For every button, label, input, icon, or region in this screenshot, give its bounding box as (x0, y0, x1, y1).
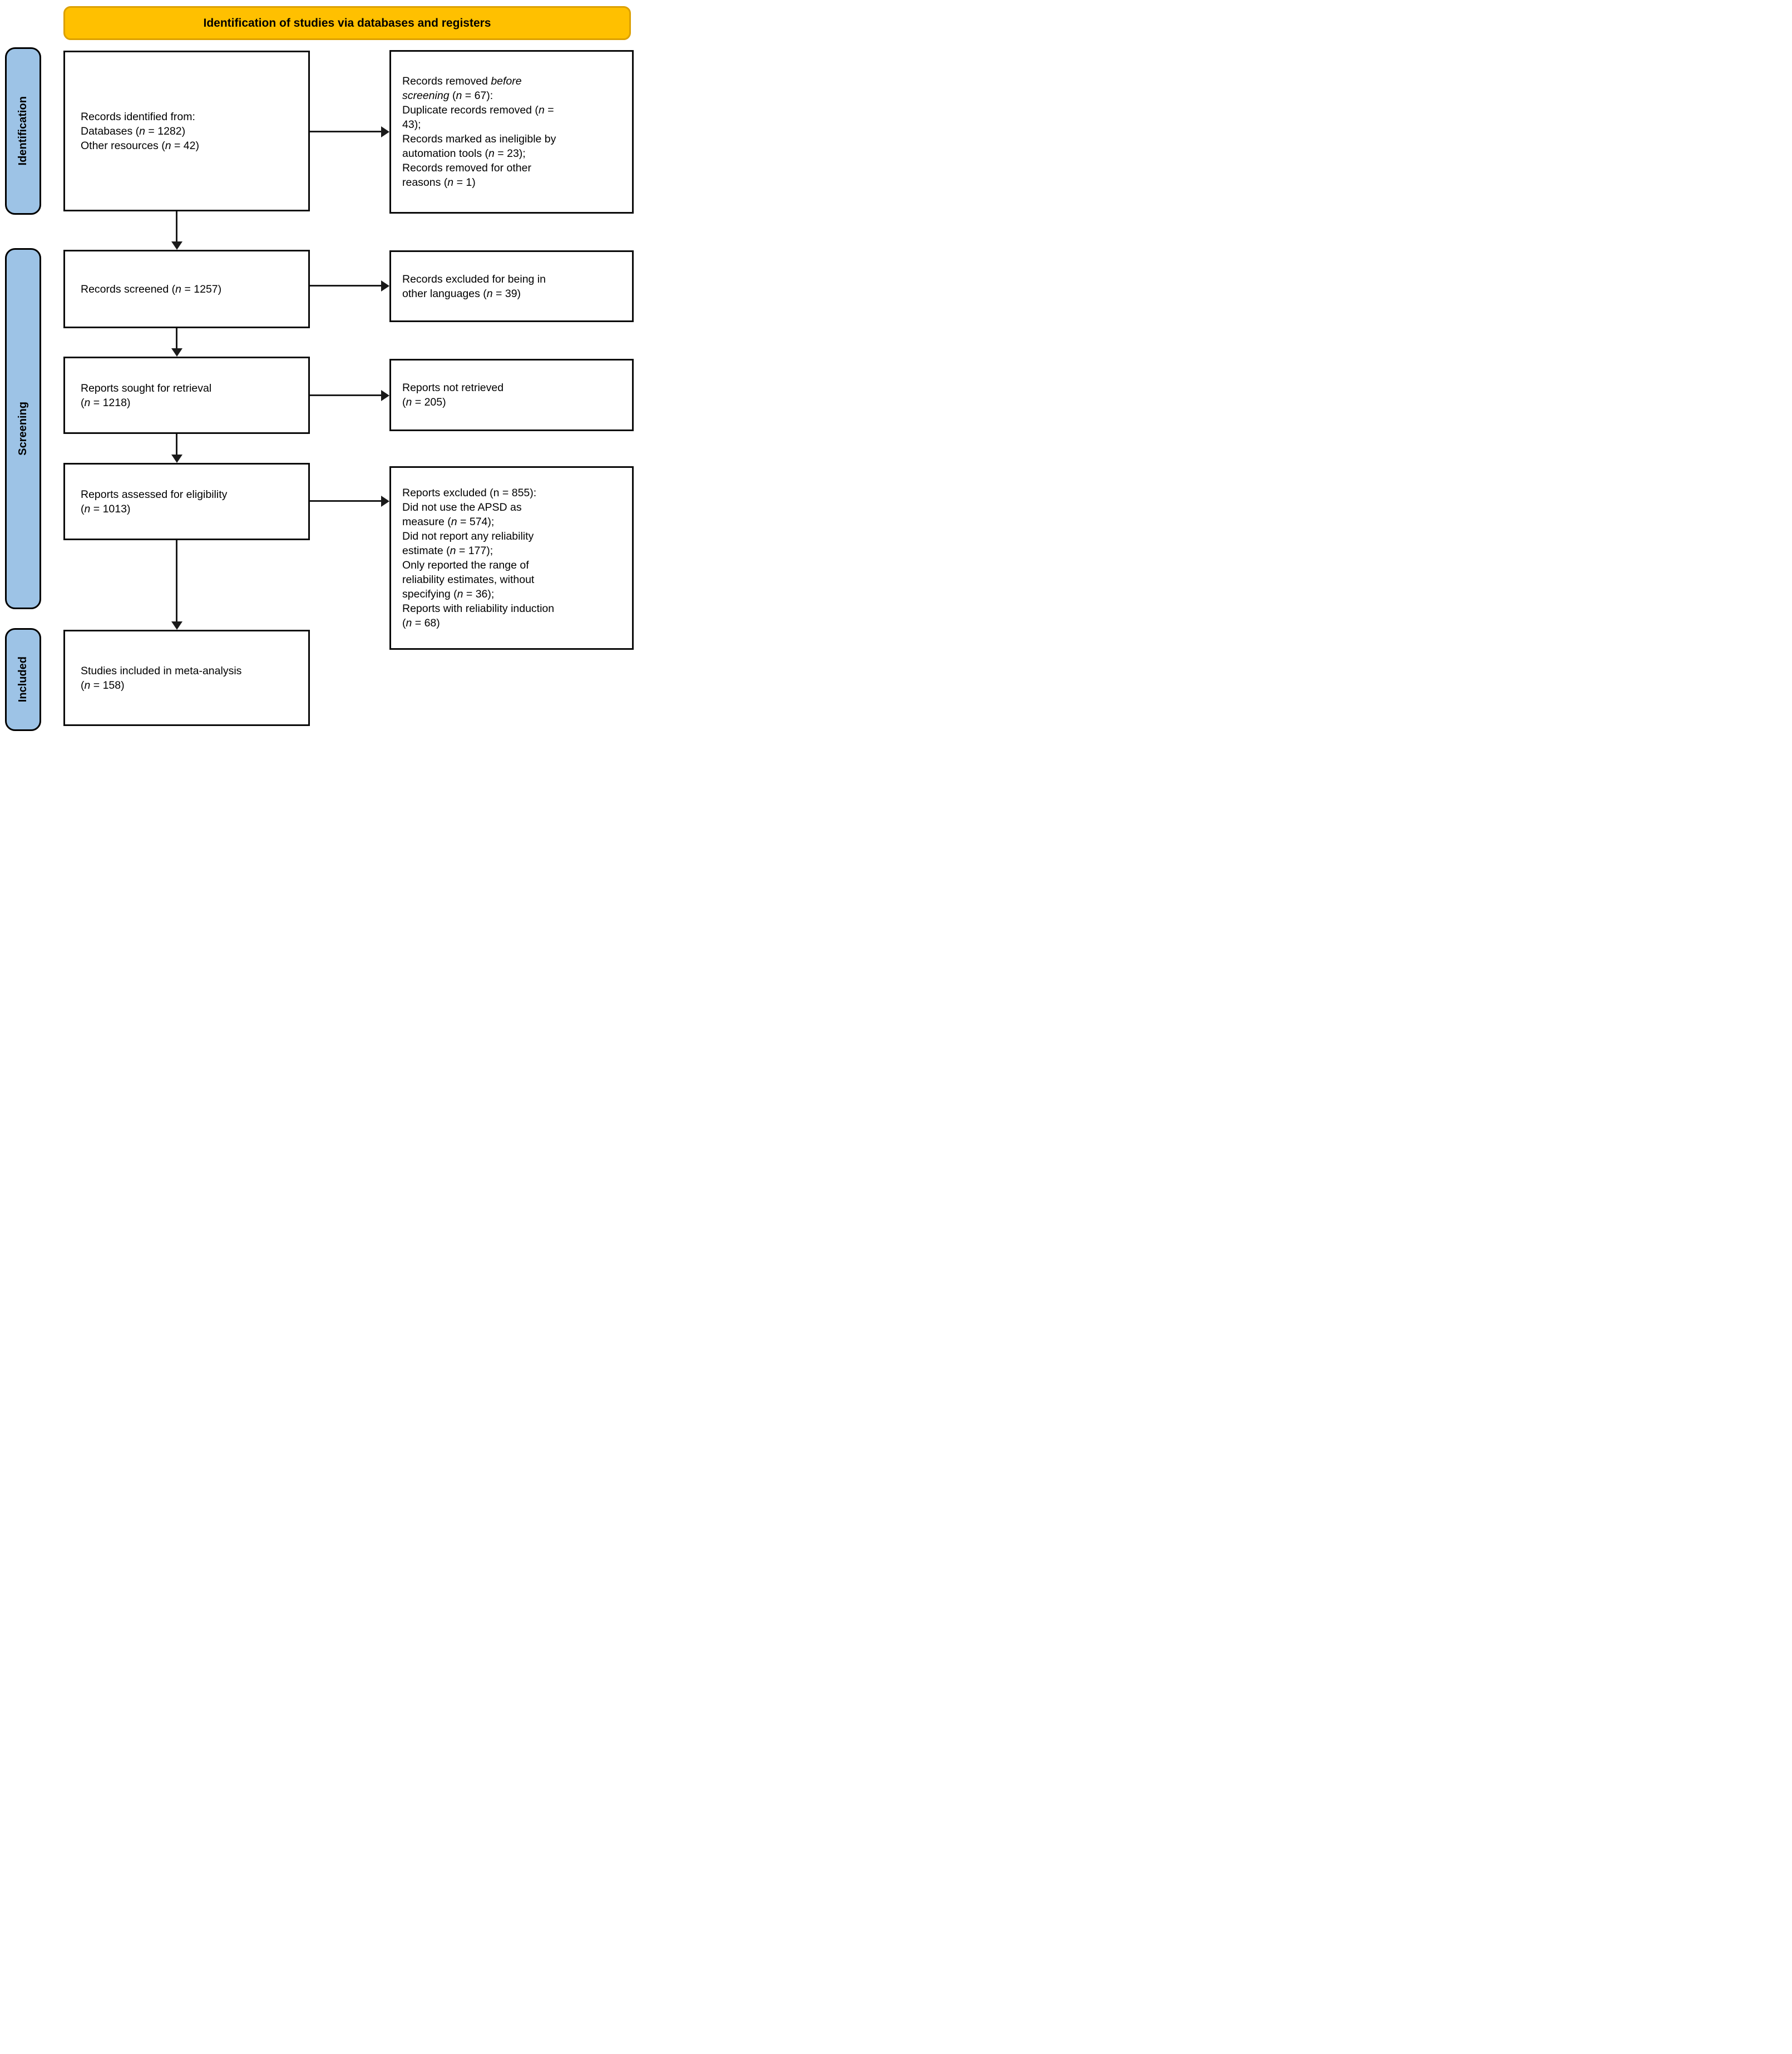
down-arrow-connector-3 (176, 434, 177, 455)
reports-excluded-text: Reports excluded (n = 855):Did not use t… (402, 487, 555, 629)
flow-box-reports-assessed: Reports assessed for eligibility(n = 101… (63, 463, 310, 540)
flow-box-studies-included: Studies included in meta-analysis(n = 15… (63, 630, 310, 726)
reports-not-retrieved-text: Reports not retrieved(n = 205) (402, 382, 504, 408)
stage-bar-identification: Identification (5, 47, 41, 215)
stage-label-identification: Identification (17, 96, 29, 166)
studies-included-text: Studies included in meta-analysis(n = 15… (81, 664, 242, 692)
down-arrow-connector-1 (176, 211, 177, 241)
flow-box-reports-not-retrieved: Reports not retrieved(n = 205) (389, 359, 634, 431)
reports-sought-text: Reports sought for retrieval(n = 1218) (81, 382, 212, 409)
stage-label-included: Included (17, 656, 29, 703)
header-banner: Identification of studies via databases … (63, 6, 631, 40)
stage-bar-included: Included (5, 628, 41, 731)
right-arrow-connector-2 (310, 285, 381, 287)
header-title: Identification of studies via databases … (203, 16, 491, 29)
records-screened-text: Records screened (n = 1257) (81, 283, 222, 295)
right-arrow-connector-1 (310, 131, 381, 132)
right-arrow-connector-4 (310, 500, 381, 502)
down-arrow-connector-2 (176, 328, 177, 348)
prisma-flow-diagram: Identification of studies via databases … (0, 0, 640, 733)
stage-label-screening: Screening (17, 402, 29, 456)
right-arrow-connector-3 (310, 394, 381, 396)
flow-box-reports-sought: Reports sought for retrieval(n = 1218) (63, 357, 310, 434)
stage-bar-screening: Screening (5, 248, 41, 609)
reports-assessed-text: Reports assessed for eligibility(n = 101… (81, 488, 228, 515)
flow-box-records-identified: Records identified from:Databases (n = 1… (63, 51, 310, 211)
down-arrow-connector-4 (176, 540, 177, 621)
flow-box-records-screened: Records screened (n = 1257) (63, 250, 310, 328)
flow-box-reports-excluded: Reports excluded (n = 855):Did not use t… (389, 466, 634, 650)
records-identified-text: Records identified from:Databases (n = 1… (81, 110, 199, 152)
